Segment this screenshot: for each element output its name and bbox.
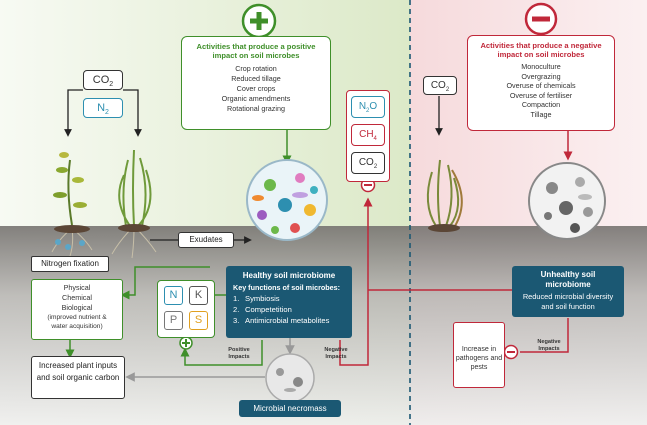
negative-impacts-right-label: Negative Impacts bbox=[537, 339, 561, 352]
functions-line: Physical bbox=[63, 283, 91, 292]
emissions-box: N2O CH4 CO2 bbox=[346, 90, 390, 182]
unhealthy-title: Unhealthy soil microbiome bbox=[540, 270, 596, 289]
nitrogen-fixation-box: Nitrogen fixation bbox=[31, 256, 109, 272]
necromass-box: Microbial necromass bbox=[239, 400, 341, 417]
negative-item: Overuse of fertiliser bbox=[509, 90, 573, 100]
necromass-label: Microbial necromass bbox=[253, 404, 327, 413]
negative-activities-box: Activities that produce a negative impac… bbox=[467, 35, 615, 131]
positive-item: Reduced tillage bbox=[231, 74, 281, 83]
healthy-item: 1.Symbiosis bbox=[233, 294, 280, 303]
healthy-title: Healthy soil microbiome bbox=[242, 271, 336, 280]
negative-item: Overgrazing bbox=[521, 71, 561, 81]
necromass-icon bbox=[265, 353, 315, 403]
exudates-label: Exudates bbox=[189, 235, 223, 244]
positive-activities-box: Activities that produce a positive impac… bbox=[181, 36, 331, 130]
functions-box: Physical Chemical Biological (improved n… bbox=[31, 279, 123, 340]
co2-label: CO bbox=[430, 80, 446, 91]
unhealthy-microbiome-box: Unhealthy soil microbiome Reduced microb… bbox=[512, 266, 624, 317]
plus-icon bbox=[241, 3, 277, 39]
healthy-microbiome-icon bbox=[246, 159, 328, 241]
plus-small-icon bbox=[179, 336, 193, 350]
n2-badge: N2 bbox=[83, 98, 123, 118]
negative-item: Monoculture bbox=[521, 62, 561, 71]
increased-box: Increased plant inputs and soil organic … bbox=[31, 356, 125, 399]
microbes-to-functions bbox=[120, 266, 210, 300]
minus-small-icon bbox=[503, 344, 519, 360]
negative-impacts-line bbox=[339, 197, 373, 366]
nutrient-p: P bbox=[164, 311, 183, 330]
pathogens-label: Increase in pathogens and pests bbox=[455, 346, 503, 371]
functions-line: Chemical bbox=[62, 293, 92, 302]
negative-item: Overuse of chemicals bbox=[506, 81, 576, 90]
negative-impacts-label: Negative Impacts bbox=[324, 347, 348, 360]
nutrient-n: N bbox=[164, 286, 183, 305]
negative-title: Activities that produce a negative impac… bbox=[480, 41, 602, 59]
positive-item: Crop rotation bbox=[235, 64, 277, 73]
n2o-sub: 2 bbox=[366, 108, 370, 114]
healthy-subtitle: Key functions of soil microbes: bbox=[233, 283, 341, 292]
n2o-label: N bbox=[358, 101, 367, 112]
grass-plant-icon bbox=[111, 149, 157, 259]
co2-sub: 2 bbox=[373, 164, 378, 170]
n2o-badge: N2O bbox=[351, 96, 385, 118]
increased-label: Increased plant inputs and soil organic … bbox=[36, 361, 120, 382]
functions-line: (improved nutrient & bbox=[47, 314, 107, 321]
exudates-box: Exudates bbox=[178, 232, 234, 248]
functions-line: water acquisition) bbox=[51, 323, 103, 330]
nutrients-box: N K P S bbox=[157, 280, 215, 338]
healthy-item: 2.Competetition bbox=[233, 305, 292, 314]
nutrient-label: N bbox=[169, 289, 178, 301]
co2-badge: CO2 bbox=[83, 70, 123, 90]
co2-emission-badge: CO2 bbox=[351, 152, 385, 174]
legume-plant-icon bbox=[51, 152, 93, 257]
unhealthy-to-pathogens bbox=[520, 318, 569, 353]
nutrient-s: S bbox=[189, 311, 208, 330]
healthy-item-text: Symbiosis bbox=[245, 294, 280, 303]
positive-title: Activities that produce a positive impac… bbox=[196, 42, 316, 60]
n2-sub: 2 bbox=[105, 109, 109, 117]
ch4-label: CH bbox=[359, 129, 374, 140]
n2o-o: O bbox=[369, 101, 378, 112]
ch4-sub: 4 bbox=[373, 136, 377, 142]
n2-label: N bbox=[97, 102, 106, 114]
grass-plant-right-icon bbox=[426, 159, 463, 232]
negative-item: Tillage bbox=[530, 109, 552, 119]
gas-arrow-left bbox=[64, 89, 83, 137]
healthy-item: 3.Antimicrobial metabolites bbox=[233, 316, 330, 325]
pathogens-box: Increase in pathogens and pests bbox=[453, 322, 505, 388]
gas-arrow-right bbox=[123, 89, 142, 137]
healthy-item-text: Competetition bbox=[245, 305, 292, 314]
functions-line: Biological bbox=[61, 303, 93, 312]
minus-icon bbox=[524, 2, 558, 36]
positive-item: Cover crops bbox=[236, 84, 276, 93]
co2-right-badge: CO2 bbox=[423, 76, 457, 95]
nutrient-label: K bbox=[194, 289, 203, 301]
healthy-item-text: Antimicrobial metabolites bbox=[245, 316, 330, 325]
co2-label: CO bbox=[358, 157, 374, 168]
healthy-microbiome-box: Healthy soil microbiome Key functions of… bbox=[226, 266, 352, 338]
positive-impacts-line bbox=[180, 340, 263, 366]
nutrient-k: K bbox=[189, 286, 208, 305]
unhealthy-text: Reduced microbial diversity and soil fun… bbox=[522, 292, 614, 311]
nitrogen-fixation-label: Nitrogen fixation bbox=[41, 259, 99, 268]
positive-item: Rotational grazing bbox=[227, 104, 285, 113]
co2-sub: 2 bbox=[109, 81, 114, 89]
negative-item: Compaction bbox=[521, 100, 561, 109]
nutrient-label: S bbox=[194, 314, 203, 326]
co2-label: CO bbox=[92, 74, 110, 86]
co2-sub: 2 bbox=[445, 87, 450, 93]
unhealthy-microbiome-icon bbox=[528, 162, 606, 240]
positive-impacts-label: Positive Impacts bbox=[228, 347, 250, 360]
positive-item: Organic amendments bbox=[221, 94, 291, 103]
nutrient-label: P bbox=[169, 314, 178, 326]
ch4-badge: CH4 bbox=[351, 124, 385, 146]
